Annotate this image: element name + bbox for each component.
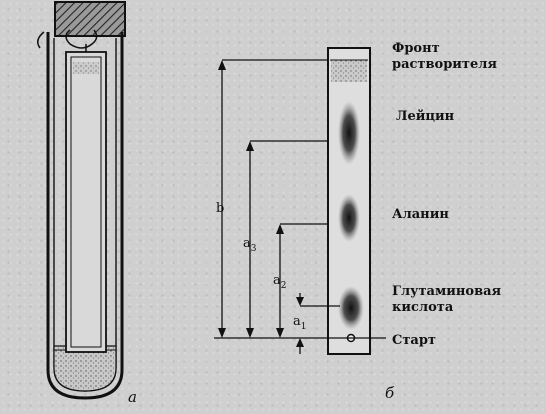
alanine-spot — [338, 194, 360, 242]
test-tube — [37, 1, 126, 400]
stopper — [54, 1, 126, 37]
label-a1: a1 — [293, 314, 307, 332]
solvent-liquid — [53, 345, 117, 392]
paper-strip — [65, 51, 107, 353]
leucine-spot — [338, 101, 360, 165]
label-a2: a2 — [273, 273, 287, 291]
glutamic-label-2: кислота — [392, 300, 454, 315]
solvent-front-label-2: растворителя — [392, 57, 497, 72]
glutamic-label-1: Глутаминовая — [392, 284, 502, 299]
solvent-front-label-1: Фронт — [392, 41, 440, 56]
chromatogram-strip — [327, 47, 371, 355]
alanine-label: Аланин — [392, 207, 449, 222]
panel-label-a: а — [128, 388, 137, 406]
panel-label-b: б — [385, 384, 395, 402]
start-label: Старт — [392, 333, 436, 348]
hook — [65, 29, 98, 49]
label-a3: a3 — [243, 236, 257, 254]
arrowheads — [218, 60, 304, 347]
glutamic-spot — [338, 286, 364, 330]
label-b: b — [216, 201, 224, 216]
solvent-front — [331, 60, 367, 82]
leucine-label: Лейцин — [396, 109, 455, 124]
